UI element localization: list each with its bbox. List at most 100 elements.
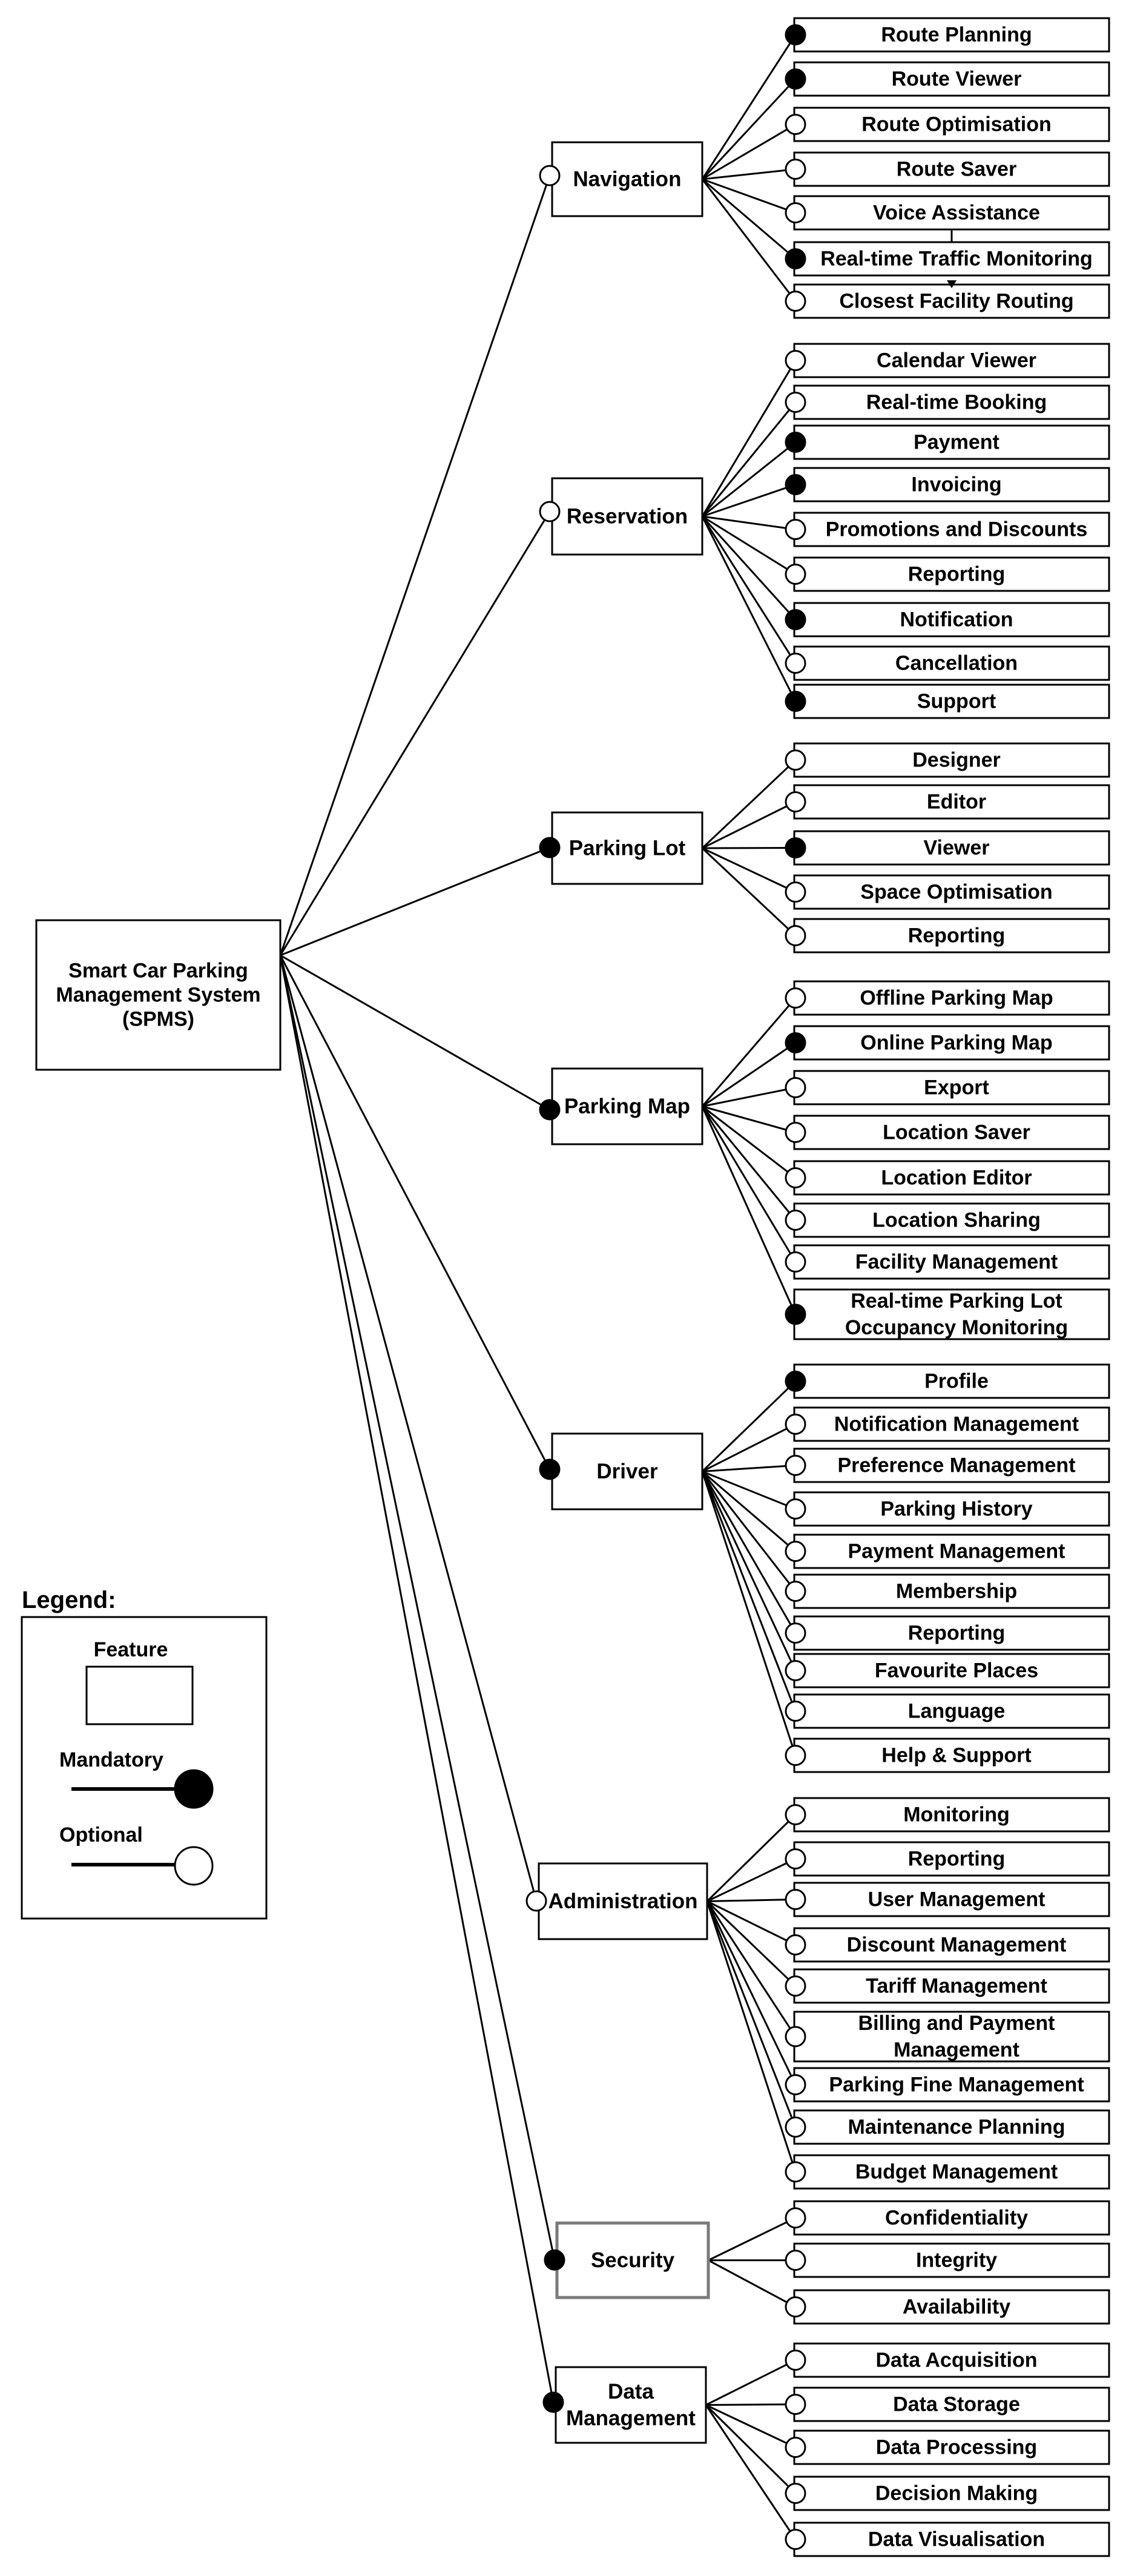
edge-navigation-route-saver (702, 168, 796, 180)
edge-data-management-decision-making (705, 2404, 797, 2494)
edge-parking-lot-space-optimisation (702, 847, 796, 893)
feature-label-data-management: Management (566, 2406, 696, 2430)
optional-marker-location-sharing (785, 1210, 806, 1231)
edge-parking-map-location-sharing (701, 1105, 797, 1221)
feature-label-real-time-booking: Real-time Booking (866, 391, 1047, 414)
mandatory-marker-viewer (785, 837, 806, 858)
root-feature-label: Smart Car Parking (68, 960, 248, 983)
edge-navigation-closest-facility-routing (701, 179, 797, 302)
feature-box-reservation (551, 477, 703, 556)
edge-security-confidentiality (708, 2217, 796, 2261)
feature-label-discount-management: Discount Management (847, 1934, 1067, 1957)
mandatory-marker-support (785, 691, 806, 712)
feature-label-voice-assistance: Voice Assistance (873, 202, 1040, 225)
feature-box-parking-map (551, 1067, 703, 1145)
feature-box-reporting (793, 918, 1110, 954)
feature-box-data-management (555, 2366, 707, 2444)
feature-label-payment: Payment (914, 431, 1000, 454)
feature-label-language: Language (908, 1700, 1006, 1723)
feature-label-maintenance-planning: Maintenance Planning (848, 2116, 1065, 2139)
optional-marker-closest-facility-routing (785, 291, 806, 312)
feature-label-parking-fine-management: Parking Fine Management (829, 2074, 1084, 2097)
mandatory-marker-online-parking-map (785, 1032, 806, 1053)
feature-box-viewer (793, 830, 1110, 866)
feature-box-integrity (793, 2242, 1110, 2278)
feature-label-route-optimisation: Route Optimisation (861, 113, 1052, 136)
feature-label-location-saver: Location Saver (883, 1121, 1030, 1144)
optional-marker-calendar-viewer (785, 350, 806, 371)
legend-mandatory-marker (174, 1769, 214, 1809)
optional-marker-location-editor (785, 1167, 806, 1188)
edge-administration-reporting (706, 1858, 796, 1902)
feature-label-data-processing: Data Processing (876, 2436, 1037, 2459)
edge-parking-map-online-parking-map (702, 1042, 796, 1107)
edge-parking-map-offline-parking-map (701, 997, 797, 1107)
feature-label-viewer: Viewer (923, 837, 989, 860)
feature-label-decision-making: Decision Making (875, 2482, 1038, 2505)
edge-administration-maintenance-planning (706, 1900, 797, 2128)
optional-marker-parking-history (785, 1498, 806, 1520)
optional-marker-promotions-and-discounts (785, 519, 806, 540)
feature-box-reporting (793, 556, 1110, 592)
feature-label-notification: Notification (900, 608, 1013, 631)
edge-driver-language (701, 1471, 797, 1712)
feature-box-voice-assistance (793, 195, 1110, 231)
optional-marker-offline-parking-map (785, 987, 806, 1009)
edge-administration-parking-fine-management (706, 1900, 797, 2086)
feature-box-decision-making (793, 2476, 1110, 2511)
feature-label-budget-management: Budget Management (855, 2161, 1058, 2184)
feature-label-designer: Designer (912, 749, 1001, 772)
optional-marker-budget-management (785, 2161, 806, 2182)
edge-driver-help-and-support (701, 1471, 797, 1756)
optional-marker-data-storage (785, 2394, 806, 2415)
feature-label-facility-management: Facility Management (855, 1251, 1058, 1274)
feature-label-payment-management: Payment Management (848, 1540, 1065, 1563)
edge-reservation-real-time-booking (701, 401, 797, 517)
edge-driver-membership (701, 1471, 797, 1592)
feature-label-billing-and-payment-management: Management (894, 2038, 1019, 2061)
legend-feature-label: Feature (94, 1638, 168, 1661)
edge-data-management-data-processing (705, 2404, 796, 2448)
feature-label-availability: Availability (903, 2296, 1010, 2319)
feature-label-parking-history: Parking History (880, 1498, 1032, 1521)
feature-label-space-optimisation: Space Optimisation (860, 881, 1052, 904)
feature-label-monitoring: Monitoring (903, 1804, 1010, 1827)
edge-root-reservation (279, 511, 551, 956)
edge-parking-lot-viewer (702, 847, 796, 849)
edge-root-driver (279, 955, 551, 1470)
feature-box-promotions-and-discounts (793, 512, 1110, 547)
root-feature-label: (SPMS) (122, 1008, 194, 1031)
edge-root-navigation (279, 175, 551, 956)
edge-root-parking-map (280, 954, 550, 1111)
feature-label-reporting: Reporting (908, 1622, 1006, 1645)
edge-reservation-notification (701, 515, 797, 621)
mandatory-marker-profile (785, 1371, 806, 1392)
feature-box-payment-management (793, 1533, 1110, 1569)
feature-label-data-management: Data (608, 2380, 654, 2403)
edge-driver-parking-history (702, 1471, 796, 1510)
feature-box-offline-parking-map (793, 980, 1110, 1016)
feature-label-navigation: Navigation (573, 168, 682, 191)
optional-marker-data-processing (785, 2437, 806, 2458)
optional-marker-data-visualisation (785, 2529, 806, 2550)
edge-driver-preference-management (702, 1464, 796, 1472)
optional-marker-voice-assistance (785, 202, 806, 223)
optional-marker-membership (785, 1581, 806, 1602)
optional-marker-designer (785, 749, 806, 771)
optional-marker-notification-management (785, 1414, 806, 1435)
edge-administration-billing-and-payment-management (706, 1900, 797, 2037)
optional-marker-administration (525, 1890, 547, 1912)
feature-label-favourite-places: Favourite Places (875, 1659, 1038, 1682)
feature-label-closest-facility-routing: Closest Facility Routing (839, 290, 1073, 313)
optional-marker-real-time-booking (785, 392, 806, 413)
feature-box-designer (793, 742, 1110, 778)
feature-label-data-acquisition: Data Acquisition (876, 2349, 1038, 2372)
feature-label-reporting: Reporting (908, 924, 1006, 947)
root-feature-label: Management System (56, 984, 260, 1007)
feature-label-export: Export (924, 1076, 989, 1099)
optional-marker-payment-management (785, 1541, 806, 1562)
mandatory-marker-route-viewer (785, 68, 806, 90)
feature-label-parking-lot: Parking Lot (569, 837, 686, 860)
feature-label-notification-management: Notification Management (834, 1413, 1079, 1436)
